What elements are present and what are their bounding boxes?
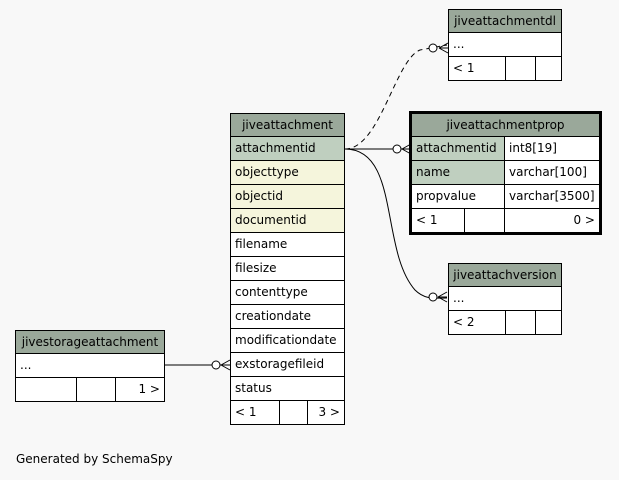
relation-attachversion-end [428,292,438,302]
table-title[interactable]: jiveattachversion [449,264,561,287]
children-count: 0 > [504,209,599,232]
column-documentid: documentid [231,209,344,232]
table-jiveattachmentdl[interactable]: jiveattachmentdl ... < 1 [448,9,562,81]
children-count [535,311,561,334]
column-objectid: objectid [231,185,344,208]
table-footer: < 1 0 > [412,209,599,232]
relation-attachmentdl [344,44,448,150]
table-title[interactable]: jivestorageattachment [16,331,164,354]
column-type: varchar[3500] [504,185,599,208]
column-name: name [412,161,504,184]
column-modificationdate: modificationdate [235,333,337,347]
column-filesize: filesize [235,261,277,275]
table-jiveattachversion[interactable]: jiveattachversion ... < 2 [448,263,562,335]
children-count: 3 > [307,401,344,424]
column-ellipsis: ... [20,358,32,372]
column-attachmentid: attachmentid [231,137,344,160]
children-count [535,57,561,80]
table-title[interactable]: jiveattachmentprop [412,114,599,137]
table-title[interactable]: jiveattachmentdl [449,10,561,33]
table-jiveattachment[interactable]: jiveattachment attachmentid objecttype o… [230,113,345,425]
table-footer: < 2 [449,311,561,334]
column-type: varchar[100] [504,161,599,184]
generated-by-note[interactable]: Generated by SchemaSpy [16,452,173,466]
parents-count: < 1 [235,405,257,419]
column-ellipsis: ... [453,37,465,51]
table-footer: < 1 3 > [231,401,344,424]
parents-count: < 1 [453,61,475,75]
table-footer: < 1 [449,57,561,80]
table-jiveattachmentprop[interactable]: jiveattachmentprop attachmentid int8[19]… [409,111,602,235]
column-status: status [235,381,272,395]
column-creationdate: creationdate [235,309,312,323]
table-title[interactable]: jiveattachment [231,114,344,137]
column-type: int8[19] [504,137,599,160]
parents-count [16,378,76,401]
relation-attachmentprop-end [392,144,402,154]
parents-count: < 1 [416,213,438,227]
column-exstoragefileid: exstoragefileid [235,357,325,371]
table-footer: 1 > [16,378,164,401]
column-contenttype: contenttype [235,285,308,299]
relation-storageattachment-end [211,360,221,370]
column-filename: filename [235,237,288,251]
column-ellipsis: ... [453,291,465,305]
column-objecttype: objecttype [231,161,344,184]
table-jivestorageattachment[interactable]: jivestorageattachment ... 1 > [15,330,165,402]
parents-count: < 2 [453,315,475,329]
column-propvalue: propvalue [416,189,477,203]
column-attachmentid: attachmentid [412,137,504,160]
relation-attachmentdl-end [428,43,438,53]
children-count: 1 > [115,378,164,401]
